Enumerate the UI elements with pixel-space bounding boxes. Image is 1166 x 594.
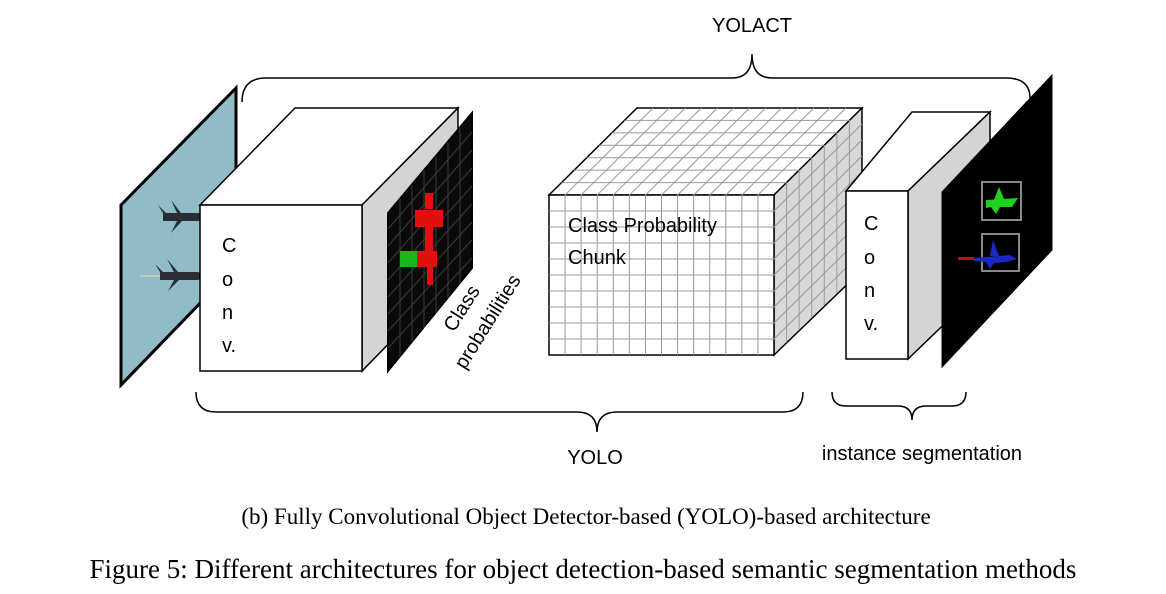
subfigure-caption: (b) Fully Convolutional Object Detector-… xyxy=(241,504,930,529)
grid-line xyxy=(773,139,863,228)
grid-line xyxy=(725,107,815,196)
conv-letter: C xyxy=(864,213,878,235)
grid-line xyxy=(773,171,863,260)
figure-caption: Figure 5: Different architectures for ob… xyxy=(90,554,1077,584)
conv-letter: C xyxy=(222,235,236,257)
grid-line xyxy=(564,107,654,196)
grid-line xyxy=(709,107,799,196)
grid-line xyxy=(661,107,750,196)
conv-letter: o xyxy=(864,247,875,269)
conv-letter: o xyxy=(222,269,233,291)
class-probabilities-map xyxy=(387,110,473,374)
yolact-label: YOLACT xyxy=(712,15,792,37)
instance-segmentation-label: instance segmentation xyxy=(822,443,1022,465)
conv-letter: n xyxy=(864,280,875,302)
airplane-mask-green xyxy=(986,187,1018,214)
grid-line xyxy=(612,107,702,196)
instance-segmentation-brace xyxy=(831,391,967,421)
airplane-icon xyxy=(158,200,210,233)
grid-line xyxy=(757,107,847,196)
yolo-label: YOLO xyxy=(567,447,623,469)
class-probability-chunk-cube: Class Probability Chunk xyxy=(547,106,864,357)
input-image-panel xyxy=(119,84,238,389)
chunk-label-line-1: Class Probability xyxy=(568,215,717,237)
grid-line xyxy=(596,107,686,196)
chunk-label-line-2: Chunk xyxy=(568,247,627,269)
grid-line xyxy=(741,107,831,196)
grid-line xyxy=(645,107,734,196)
airplane-mask-blue xyxy=(974,240,1017,269)
conv-letter: n xyxy=(222,302,233,324)
grid-line xyxy=(629,107,718,196)
instance-mask-output xyxy=(941,73,1053,369)
grid-line xyxy=(677,107,766,196)
conv-letter: v. xyxy=(864,313,878,335)
grid-line xyxy=(773,123,863,212)
yolact-brace xyxy=(241,53,1031,103)
grid-line xyxy=(773,155,863,244)
grid-line xyxy=(693,107,782,196)
grid-line xyxy=(580,107,670,196)
airplane-icon xyxy=(140,259,206,291)
yolo-brace xyxy=(195,391,804,433)
conv-letter: v. xyxy=(222,335,236,357)
chunk-grid-lines xyxy=(549,107,863,355)
